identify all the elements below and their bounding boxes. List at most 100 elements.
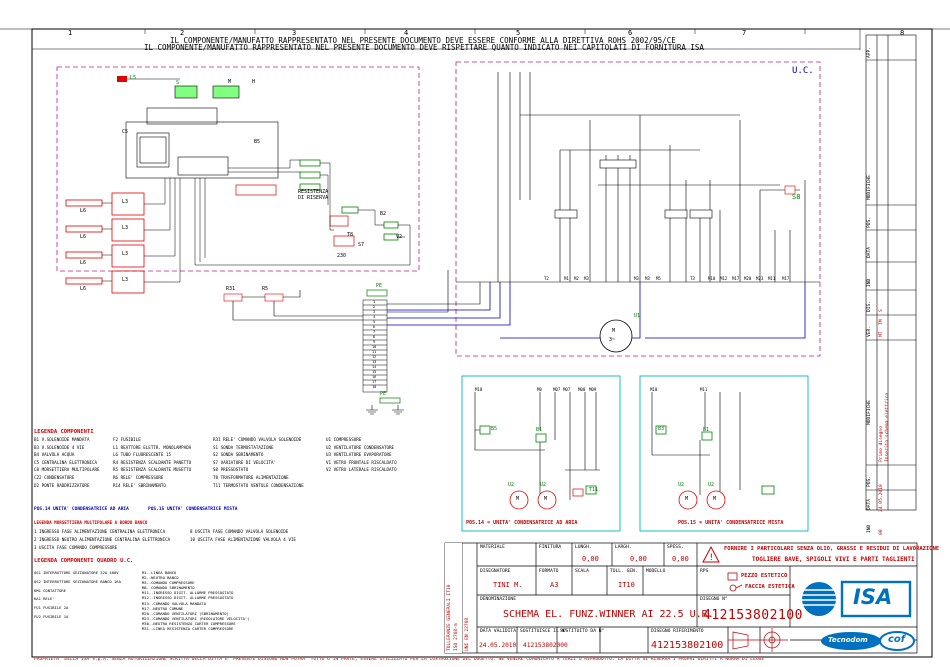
rev-first-issue-2: Inserito schema elettrico [885, 392, 890, 462]
uc-label-m3b: M3 [634, 276, 639, 281]
col-8: 8 [900, 29, 905, 37]
rev-ind-value: 00 [879, 529, 884, 535]
rev-data-2: DATA [867, 498, 872, 510]
pos14-u2a: U2 [508, 482, 515, 488]
label-di-riserva: DI RISERVA [298, 195, 329, 201]
label-l3-1: L3 [122, 199, 129, 205]
col-7: 7 [742, 29, 747, 37]
pos15-box-label: POS.15 = UNITA' CONDENSATRICE MISTA [678, 520, 784, 526]
terminal-10: 10 [372, 345, 377, 349]
legend-item: B3 V.SOLENOIDE 4 VIE [34, 444, 85, 450]
tb-sostituito-label: SOSTITUITO DA N° [560, 629, 605, 634]
uc-label-m3c: M3 [645, 276, 650, 281]
legend-col3: R31 RELE' COMANDO VALVOLA SOLENOIDE S1 S… [213, 437, 304, 488]
tb-disegnatore-label: DISEGNATORE [480, 569, 511, 574]
quadro-right: M1--LINEA BANCO M2--NEUTRO BANCO M3--COM… [142, 571, 249, 631]
label-v2: V2 [396, 234, 403, 240]
tb-data-validita-value: 24.05.2010 [479, 642, 517, 649]
legend-item: R6 RELE' COMPRESSORE [113, 474, 164, 480]
uc-label-m11: M11 [768, 276, 776, 281]
label-l5: L5 [130, 75, 137, 81]
terminal-11: 11 [372, 350, 377, 354]
label-c5: C5 [122, 129, 129, 135]
legend-item: B1 V.SOLENOIDE MANDATA [34, 437, 90, 442]
legend-item: D2 PONTE RADDRIZZATORE [34, 482, 90, 488]
tb-toll-value: IT10 [618, 581, 635, 589]
pos14-box-label: POS.14 = UNITA' CONDENSATRICE AD ARIA [466, 520, 578, 526]
col-2: 2 [180, 29, 185, 37]
label-pe-top: PE [376, 283, 383, 289]
terminal-18: 18 [372, 385, 377, 389]
uc-label-m23: M23 [756, 276, 764, 281]
legend-item: C5 CENTRALINA ELETTRONICA [34, 459, 98, 465]
tb-formato-label: FORMATO [539, 569, 559, 574]
quadro-item: QS2 INTERRUTTORE SEZIONATORE BANCO 16A [34, 578, 121, 584]
terminal-6: 6 [373, 325, 376, 329]
label-l3-3: L3 [122, 251, 129, 257]
tb-warning-line1: FORNIRE I PARTICOLARI SENZA OLIO, GRASSI… [724, 546, 940, 552]
label-s7: S7 [358, 242, 365, 248]
legend-item: U3 VENTILATORE EVAPORATORE [326, 452, 392, 458]
lamp-ballasts [65, 192, 145, 294]
rohs-notice: IL COMPONENTE/MANUFATTO RAPPRESENTATO NE… [170, 36, 676, 45]
tb-sostituisce-label: SOSTITUISCE IL N° [520, 629, 568, 634]
terminal-17: 17 [372, 380, 377, 384]
legend-item: U2 VENTILATORE CONDENSATORE [326, 444, 395, 450]
rev-ver: VER. [867, 325, 872, 337]
tb-disegno-value: 412153802100 [703, 608, 803, 623]
wiring-left [194, 159, 411, 266]
morsettiera-item: 1 INGRESSO FASE ALIMENTAZIONE CENTRALINA… [34, 529, 166, 534]
legend-col2: F2 FUSIBILE L1 REATTORE ELETTR. MONOLAMP… [113, 437, 192, 488]
pos14-m07: M07 [553, 387, 561, 392]
pos14-m18: M18 [475, 387, 483, 392]
pos14-frame [461, 375, 621, 532]
pos15-frame [639, 375, 809, 532]
legend-item: R14 RELE' SBRINAMENTO [113, 482, 166, 488]
terminal-8: 8 [373, 335, 376, 339]
tb-disegnatore-value: TINI M. [493, 581, 523, 589]
quadro-item: M17--NEUTRO COMUNE [142, 605, 184, 611]
projection-symbol-icon [728, 628, 788, 652]
legend-pos14: POS.14 UNITA' CONDENSATRICE AD ARIA [34, 507, 129, 512]
pos14-m07b: M07 [563, 387, 571, 392]
uc-label-m17: M17 [732, 276, 740, 281]
label-l6-1: L6 [80, 208, 87, 214]
legend-item: R4 RESISTENZA SCALDANTE PANETTO [113, 459, 192, 465]
legend-item: R31 RELE' COMANDO VALVOLA SOLENOIDE [213, 437, 302, 442]
tb-rps-label: RPS [700, 569, 709, 574]
isa-logo [802, 580, 912, 618]
uc-label: U.C. [792, 66, 814, 76]
col-3: 3 [292, 29, 297, 37]
terminal-16: 16 [372, 375, 377, 379]
uc-label-m20: M20 [744, 276, 752, 281]
tb-data-validita-label: DATA VALIDITA' [480, 629, 519, 634]
terminal-12: 12 [372, 355, 377, 359]
rev-app-value: TM [879, 319, 884, 325]
left-circuit-frame [56, 66, 420, 272]
tb-warning-line2: TOGLIERE BAVE, SPIGOLI VIVI E PARTI TAGL… [752, 556, 915, 563]
rev-first-issue: Primo disegno [879, 426, 884, 462]
col-1: 1 [68, 29, 73, 37]
tb-disegno-rif-label: DISEGNO RIFERIMENTO [651, 629, 704, 634]
pos14-t11: T11 [589, 487, 599, 493]
label-l3-2: L3 [122, 225, 129, 231]
cof-logo-text: cof [888, 634, 906, 645]
rev-pos-2: POS. [867, 475, 872, 487]
quadro-item: M1--LINEA BANCO [142, 570, 177, 575]
quadro-item: M12--INGRESSO DIGIT. ALLARME PRESSOSTATO [142, 595, 234, 601]
tb-faccia-estetica: FACCIA ESTETICA [745, 584, 795, 590]
rev-data: DATA [867, 246, 872, 258]
tb-largh-label: LARGH. [615, 545, 632, 550]
tb-iso-strip: ISO 2768-m [454, 623, 459, 651]
morsettiera-item: 3 USCITA FASE COMANDO COMPRESSORE [34, 545, 118, 550]
pos14-m08: M08 [578, 387, 586, 392]
label-l6-3: L6 [80, 260, 87, 266]
legend-item: T11 TERMOSTATO VENTOLE CONDENSAZIONE [213, 482, 304, 488]
cof-logo [879, 631, 915, 651]
pos15-motor-b: M [713, 496, 717, 502]
morsettiera-item: 10 USCITA FASE ALIMENTAZIONE VALVOLA 4 V… [190, 537, 296, 542]
quadro-left: QS1 INTERRUTTORE SEZIONATORE 32A 400V QS… [34, 571, 121, 619]
quadro-item: M13--COMANDO VALVOLA MANDATA [142, 600, 207, 606]
tb-pezzo-estetico: PEZZO ESTETICO [741, 573, 788, 579]
rev-ver-value: MT [879, 331, 884, 337]
